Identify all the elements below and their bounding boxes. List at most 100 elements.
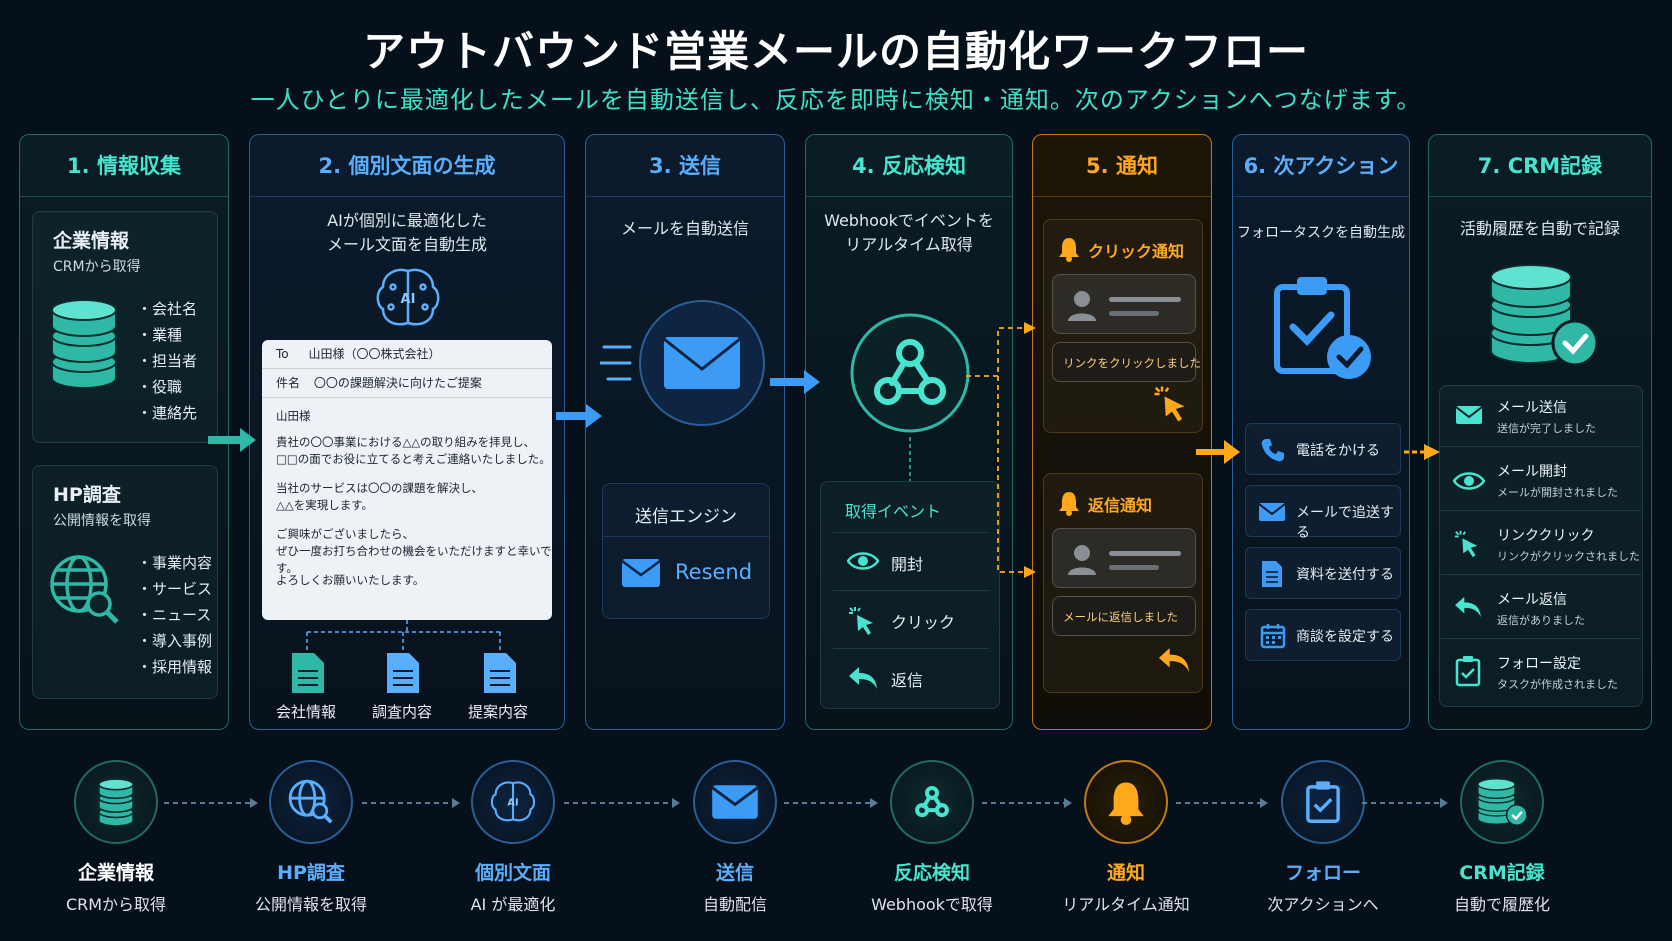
log-item: フォロー設定 タスクが作成されました bbox=[1441, 641, 1641, 703]
step-1-column: 1. 情報収集 企業情報 CRMから取得 ・会社名 ・業種 ・担当者 ・役職 ・… bbox=[19, 134, 229, 730]
bottom-step-sub: CRMから取得 bbox=[65, 895, 167, 914]
hp-item: ・採用情報 bbox=[137, 658, 213, 676]
step-3-header: 3. 送信 bbox=[586, 135, 784, 197]
phone-icon bbox=[1261, 439, 1284, 462]
bottom-step-title: フォロー bbox=[1284, 862, 1361, 884]
branch-connector bbox=[966, 322, 1036, 578]
hp-research-title: HP調査 bbox=[53, 484, 121, 506]
ai-brain-icon: AI bbox=[490, 781, 536, 822]
bottom-step-title: 送信 bbox=[715, 862, 754, 884]
cursor-click-icon bbox=[849, 607, 873, 635]
reply-icon bbox=[1455, 596, 1481, 618]
page-subtitle: 一人ひとりに最適化したメールを自動送信し、反応を即時に検知・通知。次のアクション… bbox=[250, 86, 1422, 114]
bottom-step-crm: CRM記録 自動で履歴化 bbox=[1427, 760, 1577, 915]
send-engine-card: 送信エンジン Resend bbox=[602, 483, 770, 619]
bottom-step-title: 反応検知 bbox=[893, 862, 970, 884]
send-engine-title: 送信エンジン bbox=[635, 507, 737, 527]
mail-closing: よろしくお願いいたします。 bbox=[276, 573, 425, 587]
eye-icon bbox=[1453, 472, 1485, 490]
reply-icon bbox=[849, 667, 877, 689]
click-notification-card: クリック通知 リンクをクリックしました bbox=[1043, 219, 1203, 433]
bottom-step-send: 送信 自動配信 bbox=[660, 760, 810, 915]
step-1-header: 1. 情報収集 bbox=[20, 135, 228, 197]
globe-search-icon bbox=[288, 779, 333, 824]
step-6-desc: フォロータスクを自動生成 bbox=[1237, 225, 1405, 241]
step-3-desc: メールを自動送信 bbox=[620, 219, 749, 238]
event-label: 開封 bbox=[891, 555, 924, 574]
database-check-icon bbox=[1490, 264, 1599, 367]
document-icon bbox=[1262, 561, 1282, 587]
hp-item: ・サービス bbox=[137, 580, 213, 598]
step-4-column: 4. 反応検知 Webhookでイベントを リアルタイム取得 取得イベント 開封… bbox=[805, 134, 1013, 730]
bottom-step-sub: AI が最適化 bbox=[470, 895, 556, 914]
step-3-column: 3. 送信 メールを自動送信 送信エンジン Resend bbox=[585, 134, 785, 730]
bottom-step-crm-circle bbox=[1460, 760, 1544, 844]
bottom-step-sub: リアルタイム通知 bbox=[1062, 895, 1190, 914]
database-icon bbox=[98, 778, 134, 826]
step-5-header: 5. 通知 bbox=[1033, 135, 1211, 197]
bell-icon bbox=[1059, 492, 1079, 516]
send-engine-name: Resend bbox=[675, 560, 753, 584]
company-item: ・担当者 bbox=[137, 352, 198, 370]
event-click: クリック bbox=[833, 590, 989, 648]
doc-label: 提案内容 bbox=[468, 703, 529, 721]
step-7-desc: 活動履歴を自動で記録 bbox=[1459, 219, 1620, 238]
event-label: 返信 bbox=[891, 671, 924, 690]
document-icon bbox=[292, 653, 324, 693]
flow-arrow bbox=[208, 428, 256, 452]
events-card: 取得イベント 開封 クリック 返信 bbox=[820, 481, 1000, 709]
bottom-step-notify: 通知 リアルタイム通知 bbox=[1051, 760, 1201, 915]
email-preview: To 山田様（〇〇株式会社） 件名 〇〇の課題解決に向けたご提案 山田様 貴社の… bbox=[262, 340, 552, 620]
user-card bbox=[1052, 274, 1196, 334]
log-title: メール送信 bbox=[1497, 400, 1567, 416]
company-item: ・業種 bbox=[137, 326, 183, 344]
step-4-header: 4. 反応検知 bbox=[806, 135, 1012, 197]
bottom-step-title: HP調査 bbox=[277, 862, 345, 884]
bottom-step-title: 企業情報 bbox=[77, 862, 154, 884]
bell-icon bbox=[1059, 238, 1079, 262]
log-title: メール開封 bbox=[1497, 464, 1567, 480]
timeline-connector bbox=[164, 798, 1448, 808]
send-mail-icon bbox=[600, 300, 765, 426]
click-notification-title: クリック通知 bbox=[1088, 242, 1185, 261]
database-icon bbox=[51, 299, 117, 388]
bottom-step-hp-circle bbox=[269, 760, 353, 844]
mail-to-label: To bbox=[276, 347, 289, 361]
mail-body-line: ご興味がございましたら、 bbox=[276, 527, 414, 541]
step-2-desc-1: AIが個別に最適化した bbox=[327, 211, 487, 230]
reply-notification-title: 返信通知 bbox=[1088, 496, 1153, 515]
mail-icon bbox=[1455, 406, 1483, 424]
document-icon bbox=[387, 653, 419, 693]
mail-body-line: □□の面でお役に立てると考えご連絡いたしました。 bbox=[276, 452, 551, 466]
mail-to-row: To 山田様（〇〇株式会社） bbox=[262, 340, 552, 369]
event-reply: 返信 bbox=[833, 648, 989, 706]
company-item: ・連絡先 bbox=[137, 404, 198, 422]
bottom-step-notify-circle bbox=[1084, 760, 1168, 844]
log-sub: 送信が完了しました bbox=[1497, 422, 1596, 435]
company-item: ・会社名 bbox=[137, 300, 198, 318]
step-2-column: 2. 個別文面の生成 AIが個別に最適化した メール文面を自動生成 AI To … bbox=[249, 134, 565, 730]
calendar-icon bbox=[1260, 624, 1286, 649]
mail-body-line: 貴社の〇〇事業における△△の取り組みを拝見し、 bbox=[276, 435, 536, 449]
hp-item: ・ニュース bbox=[137, 606, 212, 624]
reply-message-text: メールに返信しました bbox=[1063, 610, 1178, 624]
mail-subject-row: 件名 〇〇の課題解決に向けたご提案 bbox=[262, 369, 552, 398]
bottom-step-sub: 自動で履歴化 bbox=[1453, 895, 1550, 914]
log-title: フォロー設定 bbox=[1497, 656, 1581, 672]
step-6-header: 6. 次アクション bbox=[1233, 135, 1409, 197]
svg-text:AI: AI bbox=[507, 797, 518, 808]
user-avatar-icon bbox=[1068, 545, 1096, 575]
bottom-step-title: 通知 bbox=[1106, 862, 1145, 884]
log-item: リンククリック リンクがクリックされました bbox=[1441, 513, 1641, 575]
mail-subject-value: 〇〇の課題解決に向けたご提案 bbox=[313, 376, 482, 390]
bottom-step-sub: 次アクションへ bbox=[1267, 895, 1379, 914]
hp-research-sub: 公開情報を取得 bbox=[53, 513, 151, 529]
click-message-text: リンクをクリックしました bbox=[1063, 356, 1201, 370]
svg-text:AI: AI bbox=[401, 292, 416, 307]
flow-arrow bbox=[556, 404, 602, 428]
company-info-card: 企業情報 CRMから取得 ・会社名 ・業種 ・担当者 ・役職 ・連絡先 bbox=[32, 211, 218, 443]
cursor-click-icon bbox=[1454, 530, 1478, 558]
log-item: メール開封 メールが開封されました bbox=[1441, 449, 1641, 511]
doc-label: 会社情報 bbox=[276, 703, 337, 721]
bottom-step-hp: HP調査 公開情報を取得 bbox=[236, 760, 386, 915]
